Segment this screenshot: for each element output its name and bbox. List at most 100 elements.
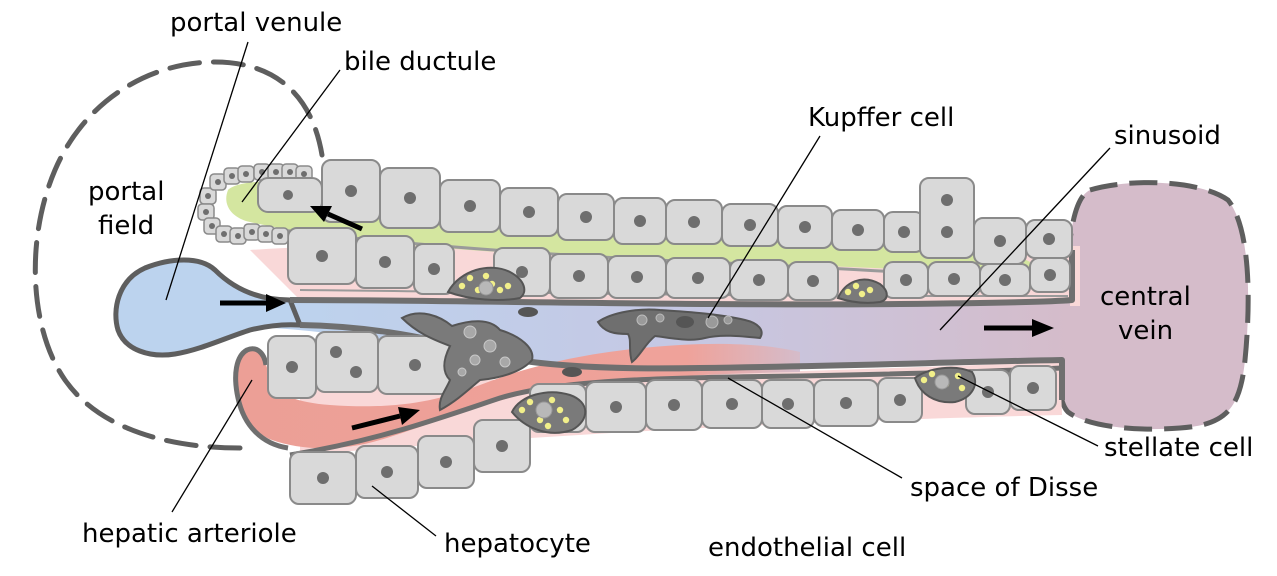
bile-duct-cell [229, 227, 247, 245]
lipid-droplet [844, 288, 852, 296]
hepatocyte [607, 255, 667, 299]
hepatocyte [665, 257, 731, 299]
endothelial-nucleus [518, 307, 538, 317]
hepatocyte-nucleus [948, 273, 960, 285]
label-portal-field-1: portal [88, 177, 164, 207]
leader-bile-ductule [241, 69, 341, 203]
lipid-droplets [458, 272, 966, 430]
hepatocyte [761, 379, 815, 429]
lipid-droplet [858, 290, 866, 298]
hepatocyte [413, 243, 455, 295]
hepatocyte-nucleus [900, 274, 912, 286]
kupffer-vacuole [636, 314, 648, 326]
portal-flow-right-arrow [220, 294, 286, 312]
lipid-droplet [562, 416, 570, 424]
label-stellate-cell: stellate cell [1104, 433, 1253, 463]
label-space-of-disse: space of Disse [910, 473, 1098, 503]
hepatocyte-nucleus [726, 398, 738, 410]
hepatocyte-nucleus [317, 472, 329, 484]
bile-flow-left-arrow [310, 206, 364, 232]
hepatocyte [355, 235, 415, 289]
hepatocyte-nucleus [1027, 382, 1039, 394]
lipid-droplet [866, 286, 874, 294]
hepatocyte [379, 167, 441, 229]
label-portal-field-2: field [98, 211, 154, 241]
label-bile-ductule: bile ductule [344, 47, 496, 77]
hepatocyte [721, 203, 779, 247]
bile-duct-cell [223, 167, 241, 185]
hepatocyte-nucleus [692, 272, 704, 284]
leader-sinusoid [939, 147, 1111, 331]
hepatocyte [499, 187, 559, 237]
hepatocyte-nucleus [631, 271, 643, 283]
hepatocyte-nucleus [688, 216, 700, 228]
macrophage-vacuole [483, 339, 497, 353]
hepatocyte [883, 261, 929, 299]
hepatocyte [1009, 365, 1057, 411]
hepatocyte [813, 379, 879, 427]
hepatocyte-nucleus [496, 440, 508, 452]
macrophage-body [400, 312, 534, 412]
hepatocyte [439, 179, 501, 233]
hepatocyte-nucleus [840, 397, 852, 409]
hepatocyte [919, 177, 975, 259]
macrophage-vacuole [499, 356, 511, 368]
lipid-droplet [458, 282, 466, 290]
hepatocyte-nucleus [941, 194, 953, 206]
hepatocyte-nucleus [286, 361, 298, 373]
hepatocyte [549, 253, 609, 299]
label-hepatic-arteriole: hepatic arteriole [82, 519, 297, 549]
label-kupffer-cell: Kupffer cell [808, 103, 954, 133]
endothelium-upper [289, 250, 1075, 308]
portal-venule-shape [113, 257, 303, 358]
hepatic-arteriole-wall [233, 346, 289, 451]
stellate-nucleus [478, 280, 494, 296]
kupffer-vacuole [655, 313, 665, 323]
lipid-droplet [928, 370, 936, 378]
hepatocyte-nucleus [807, 275, 819, 287]
hepatocyte-nucleus [464, 200, 476, 212]
hepatocyte [267, 335, 317, 399]
lipid-droplet [504, 282, 512, 290]
bile-ductule-cells [197, 163, 323, 245]
kupffer-nucleus [676, 316, 694, 328]
lipid-droplet [526, 398, 534, 406]
hepatocyte [1025, 219, 1073, 259]
hepatocyte-nucleus [428, 263, 440, 275]
hepatocyte [883, 211, 925, 253]
hepatocyte [289, 451, 357, 505]
bile-duct-cell [271, 227, 289, 245]
lipid-droplet [496, 286, 504, 294]
hepatocyte [701, 379, 763, 429]
hepatocyte [417, 435, 475, 489]
hepatocyte [557, 193, 615, 241]
label-central-vein-2: vein [1118, 316, 1173, 346]
hepatocyte-nucleus [898, 226, 910, 238]
hepatocyte-nucleus [409, 359, 421, 371]
leader-space-of-disse [727, 377, 903, 479]
portal-venule [113, 257, 303, 358]
hepatocyte [613, 197, 667, 245]
kupffer-vacuole [723, 315, 733, 325]
kupffer-vacuole [705, 315, 719, 329]
hepatocyte [979, 263, 1031, 297]
hepatocyte [315, 331, 379, 393]
hepatocyte-nucleus [580, 211, 592, 223]
leader-portal-venule [165, 41, 249, 301]
hepatocyte-nucleus [994, 235, 1006, 247]
label-central-vein-1: central [1100, 282, 1191, 312]
hepatocyte-nucleus [894, 394, 906, 406]
lipid-droplet [920, 376, 928, 384]
hepatocyte [355, 445, 419, 499]
hepatocyte-nucleus [782, 398, 794, 410]
hepatocyte-nucleus [523, 206, 535, 218]
leader-kupffer-cell [707, 135, 821, 319]
hepatocyte-nucleus [753, 274, 765, 286]
hepatocyte [377, 335, 453, 395]
stellate-nucleus [934, 374, 950, 390]
hepatocyte-nucleus [668, 399, 680, 411]
hepatocyte [831, 209, 885, 251]
hepatocyte [287, 227, 357, 285]
hepatocyte-nucleus [381, 466, 393, 478]
hepatocyte [729, 259, 789, 301]
